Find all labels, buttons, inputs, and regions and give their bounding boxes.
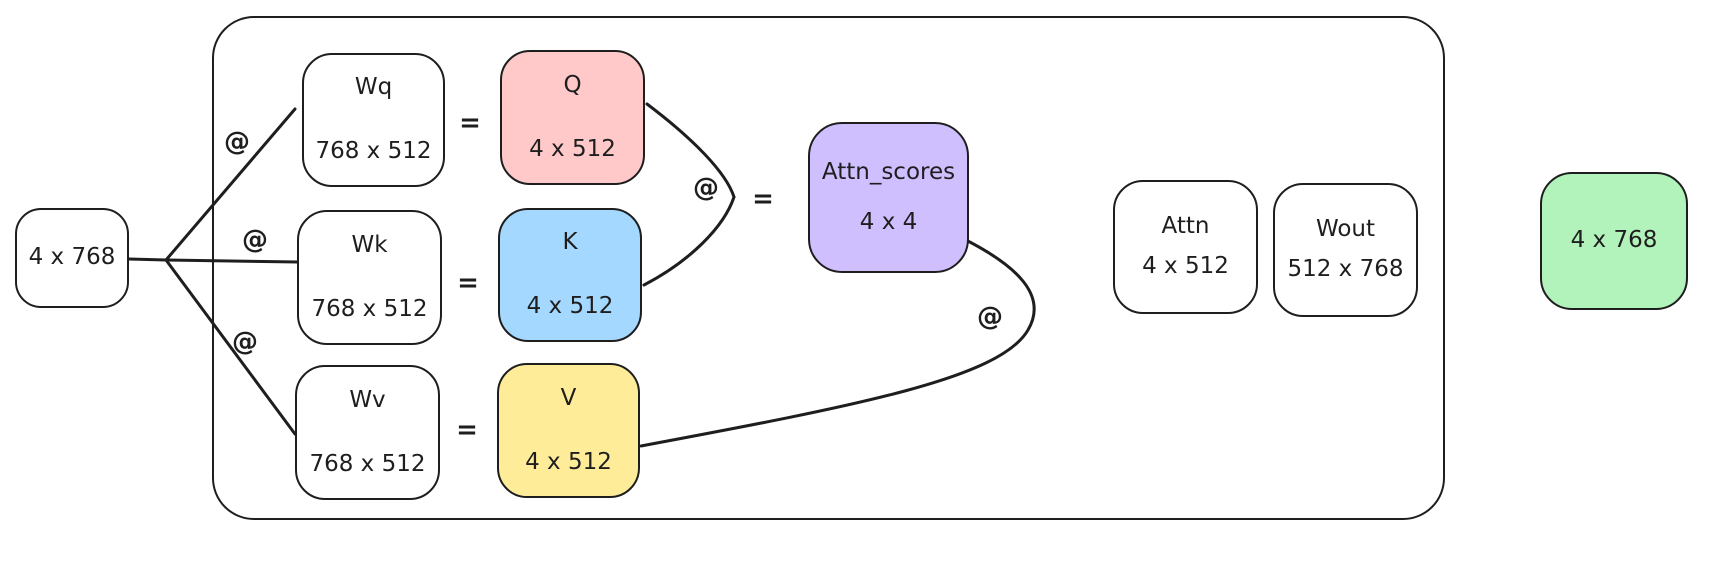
node-v-dims: 4 x 512: [525, 448, 612, 475]
node-wout-dims: 512 x 768: [1287, 256, 1404, 282]
node-attn-label: Attn: [1161, 213, 1210, 240]
attention-block-container: [212, 16, 1445, 520]
node-input-label: 4 x 768: [28, 244, 116, 271]
node-q-label: Q: [563, 71, 582, 98]
node-wq: Wq 768 x 512: [302, 53, 445, 187]
node-wv: Wv 768 x 512: [295, 365, 440, 500]
node-attn-scores-dims: 4 x 4: [859, 208, 918, 235]
edge-input-fanpoint: [127, 257, 168, 262]
node-v: V 4 x 512: [497, 363, 640, 498]
node-k: K 4 x 512: [498, 208, 642, 342]
node-wq-dims: 768 x 512: [315, 138, 432, 164]
node-wk-label: Wk: [351, 231, 388, 258]
equals-operator-wv-v: =: [456, 415, 478, 445]
node-v-label: V: [560, 384, 577, 411]
node-wv-dims: 768 x 512: [309, 450, 426, 477]
node-wout: Wout 512 x 768: [1273, 183, 1418, 317]
node-attn-dims: 4 x 512: [1142, 253, 1229, 279]
node-k-dims: 4 x 512: [526, 293, 614, 319]
node-wout-label: Wout: [1315, 216, 1376, 243]
node-q: Q 4 x 512: [500, 50, 645, 185]
matmul-operator-input-wv: @: [232, 327, 258, 357]
matmul-operator-input-wq: @: [224, 127, 250, 157]
equals-operator-qk-scores: =: [752, 184, 774, 214]
node-attn-scores-label: Attn_scores: [821, 158, 956, 185]
node-k-label: K: [562, 229, 578, 256]
node-wq-label: Wq: [354, 74, 393, 101]
node-input: 4 x 768: [15, 208, 129, 308]
node-output-label: 4 x 768: [1570, 227, 1658, 254]
matmul-operator-input-wk: @: [242, 225, 268, 255]
node-wk-dims: 768 x 512: [311, 295, 428, 322]
node-output: 4 x 768: [1540, 172, 1688, 310]
node-attn: Attn 4 x 512: [1113, 180, 1258, 314]
matmul-operator-q-k: @: [693, 173, 719, 203]
node-q-dims: 4 x 512: [529, 135, 616, 162]
equals-operator-wk-k: =: [457, 268, 479, 298]
equals-operator-wq-q: =: [459, 108, 481, 138]
node-attn-scores: Attn_scores 4 x 4: [808, 122, 969, 273]
node-wv-label: Wv: [349, 386, 386, 413]
matmul-operator-scores-v: @: [977, 302, 1003, 332]
node-wk: Wk 768 x 512: [297, 210, 442, 345]
